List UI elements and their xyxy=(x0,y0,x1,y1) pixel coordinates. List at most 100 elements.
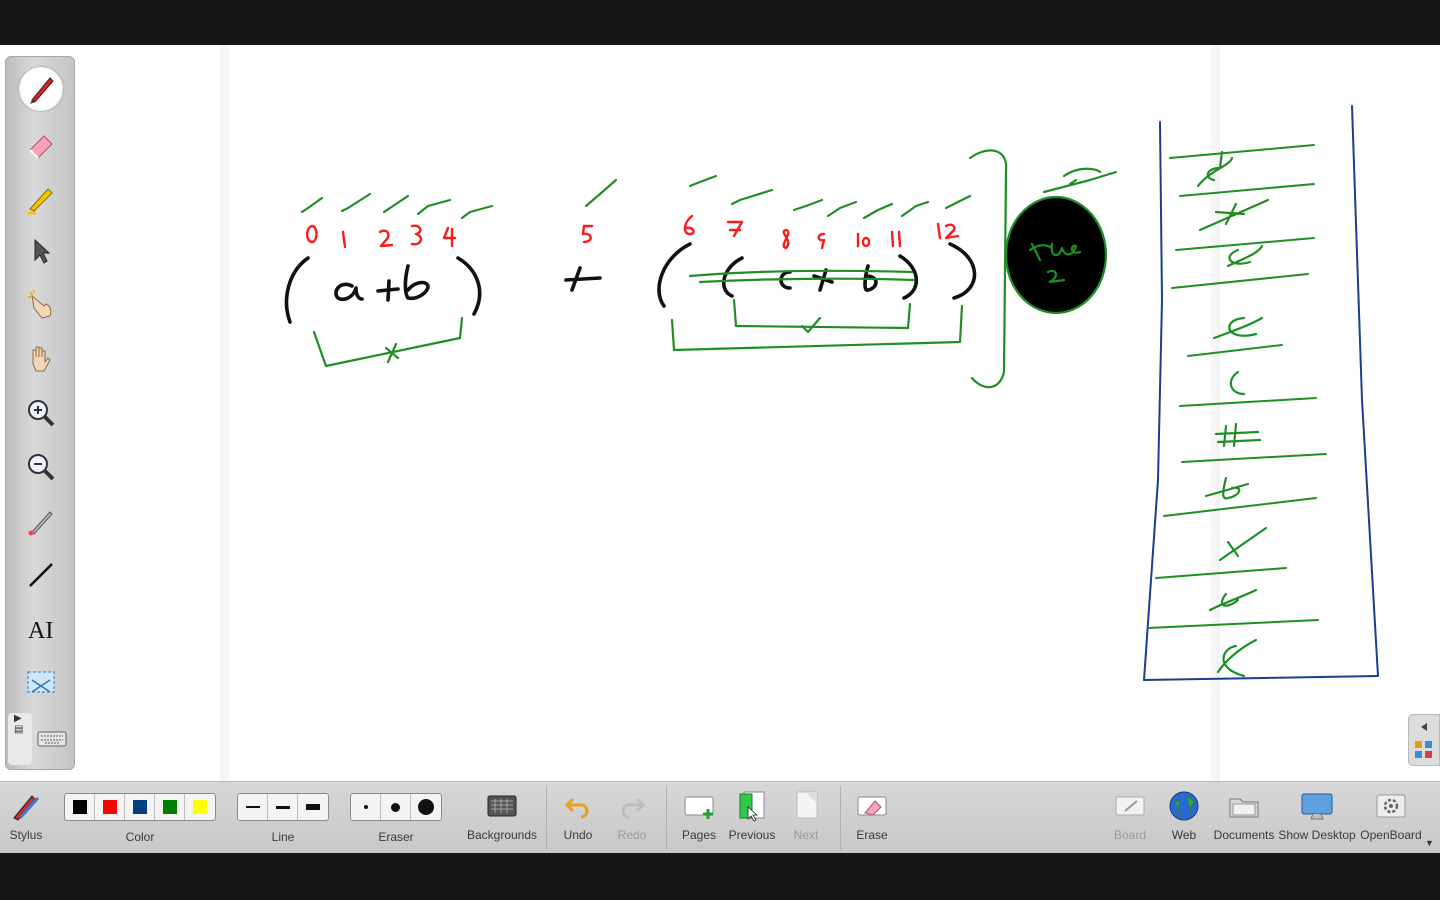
backgrounds-button[interactable]: Backgrounds xyxy=(466,786,538,850)
color-swatch-blue[interactable] xyxy=(125,794,155,820)
index-9 xyxy=(817,232,826,250)
web-mode-button[interactable]: Web xyxy=(1166,786,1202,850)
redo-button[interactable]: Redo xyxy=(616,786,648,850)
openboard-menu-button[interactable]: OpenBoard xyxy=(1360,786,1422,850)
index-10 xyxy=(856,232,871,248)
line-width-medium[interactable] xyxy=(268,794,298,820)
paren-open-1 xyxy=(284,256,310,324)
index-1 xyxy=(341,230,347,249)
swatch-fill xyxy=(132,800,147,814)
board-mode-button[interactable]: Board xyxy=(1112,786,1148,850)
color-swatch-red[interactable] xyxy=(95,794,125,820)
big-bracket xyxy=(968,149,1008,389)
hand-tool-button[interactable] xyxy=(19,337,63,381)
zoom-in-tool-button[interactable] xyxy=(19,391,63,435)
note-true-text xyxy=(1028,242,1082,262)
next-page-button[interactable]: Next xyxy=(790,786,822,850)
large-dot-icon xyxy=(418,799,434,815)
index-6 xyxy=(683,214,695,236)
index-12 xyxy=(936,222,960,240)
blue-stack-diagram xyxy=(1143,105,1379,681)
brace-1 xyxy=(312,316,464,368)
add-page-icon xyxy=(684,796,714,819)
pages-label: Pages xyxy=(681,828,717,842)
show-desktop-button[interactable]: Show Desktop xyxy=(1278,786,1356,850)
line-label: Line xyxy=(271,830,295,844)
eraser-tool-button[interactable] xyxy=(19,123,63,167)
paren-open-2 xyxy=(657,242,692,308)
board-icon xyxy=(1115,796,1145,816)
highlighter-icon xyxy=(28,188,53,215)
selector-tool-button[interactable] xyxy=(19,229,63,273)
stack-left-wall xyxy=(1143,121,1163,681)
pen-tool-button[interactable] xyxy=(19,67,63,111)
swatch-fill xyxy=(102,800,117,814)
stack-right-wall xyxy=(1351,105,1379,677)
red-indices xyxy=(305,214,960,250)
documents-mode-button[interactable]: Documents xyxy=(1214,786,1274,850)
right-palette-toggle[interactable] xyxy=(1408,714,1440,766)
undo-icon xyxy=(564,797,589,819)
interact-tool-button[interactable] xyxy=(19,283,63,327)
line-width-thick[interactable] xyxy=(298,794,328,820)
color-group: Color xyxy=(62,786,218,850)
stylus-icon xyxy=(13,795,40,821)
library-toggle-icon xyxy=(1415,723,1432,758)
text-tool-button[interactable]: AI xyxy=(19,607,63,651)
text-icon: AI xyxy=(28,618,53,644)
line-tool-button[interactable] xyxy=(19,553,63,597)
palette-grip-icon: ▤ xyxy=(14,724,24,735)
color-swatch-black[interactable] xyxy=(65,794,95,820)
eraser-size-small[interactable] xyxy=(351,794,381,820)
medium-dot-icon xyxy=(391,802,400,812)
keyboard-tool-button[interactable] xyxy=(30,717,74,761)
letterbox-top xyxy=(0,0,1440,45)
strike-inner xyxy=(688,269,916,284)
palette-collapse-toggle[interactable]: ▶ ▤ xyxy=(8,713,32,765)
thin-line-icon xyxy=(245,806,260,808)
backgrounds-icon xyxy=(487,795,517,817)
previous-page-icon xyxy=(739,791,765,822)
capture-tool-button[interactable] xyxy=(19,661,63,705)
paren-close-2 xyxy=(948,242,977,300)
pointing-hand-icon xyxy=(28,290,52,319)
eraser-size-medium[interactable] xyxy=(381,794,411,820)
previous-page-button[interactable]: Previous xyxy=(729,786,775,850)
capture-icon xyxy=(27,671,55,693)
erase-label: Erase xyxy=(856,828,888,842)
laser-pointer-icon xyxy=(28,511,53,536)
erase-button[interactable]: Erase xyxy=(854,786,890,850)
swatch-fill xyxy=(162,800,177,814)
globe-icon xyxy=(1169,791,1199,821)
eraser-size-large[interactable] xyxy=(411,794,441,820)
redo-icon xyxy=(621,797,646,819)
undo-button[interactable]: Undo xyxy=(562,786,594,850)
marker-tool-button[interactable] xyxy=(19,176,63,220)
color-label: Color xyxy=(125,830,155,844)
stylus-button[interactable]: Stylus xyxy=(8,786,44,850)
line-width-thin[interactable] xyxy=(238,794,268,820)
thick-line-icon xyxy=(306,804,320,810)
index-7 xyxy=(726,220,744,238)
color-swatches xyxy=(64,793,216,821)
whiteboard-canvas[interactable] xyxy=(0,45,1440,781)
folder-icon xyxy=(1229,798,1259,818)
index-5 xyxy=(581,224,594,244)
laser-tool-button[interactable] xyxy=(19,499,63,543)
color-swatch-yellow[interactable] xyxy=(185,794,215,820)
paren-open-3 xyxy=(721,256,744,298)
bottom-toolbar: Stylus Color Line Eraser Backgrounds xyxy=(0,781,1440,853)
color-swatch-green[interactable] xyxy=(155,794,185,820)
menu-dropdown-arrow-icon[interactable]: ▼ xyxy=(1425,838,1434,848)
stack-bottom xyxy=(1143,675,1379,681)
toolbar-divider xyxy=(666,786,667,850)
medium-line-icon xyxy=(275,805,290,809)
documents-label: Documents xyxy=(1213,828,1275,842)
index-11 xyxy=(890,230,902,248)
openboard-label: OpenBoard xyxy=(1360,828,1422,842)
green-ink-annotations xyxy=(300,149,1270,678)
brace-2 xyxy=(732,298,912,330)
pages-button[interactable]: Pages xyxy=(680,786,718,850)
index-4 xyxy=(442,226,457,248)
zoom-out-tool-button[interactable] xyxy=(19,445,63,489)
